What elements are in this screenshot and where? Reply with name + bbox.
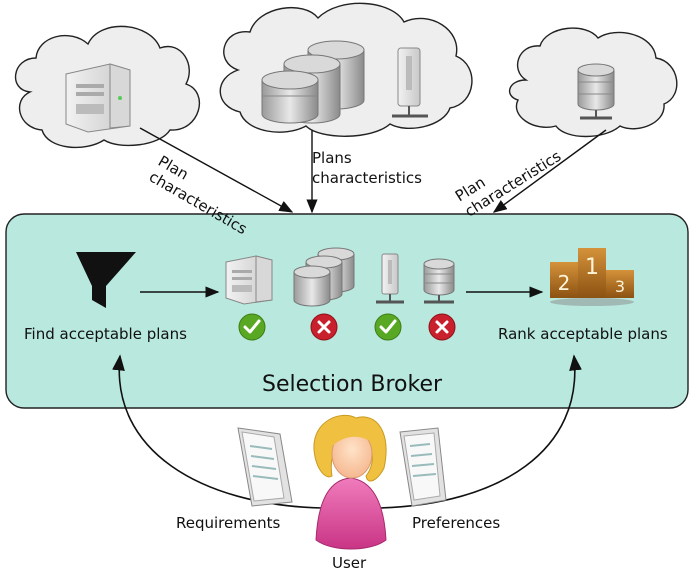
requirements-document-icon (237, 427, 293, 507)
rejected-cross-icon (428, 313, 456, 341)
plan-network-server-icon (376, 253, 404, 304)
plan-database-stack-icon (293, 247, 355, 307)
podium-icon: 2 1 3 (550, 248, 634, 306)
arrow-left-cloud-to-broker (139, 127, 294, 213)
arrow-requirements-to-find (112, 354, 323, 509)
podium-second-digit: 2 (558, 271, 571, 295)
podium-third-digit: 3 (615, 277, 625, 296)
podium-first-digit: 1 (585, 255, 599, 280)
user-label: User (332, 554, 367, 572)
server-tower-icon (65, 63, 131, 133)
user-avatar (313, 414, 387, 550)
plan-network-database-icon (423, 258, 455, 304)
preferences-document-icon (399, 427, 447, 507)
requirements-label: Requirements (176, 514, 281, 532)
rank-acceptable-plans-label: Rank acceptable plans (498, 325, 668, 343)
preferences-label: Preferences (412, 514, 501, 532)
selection-broker-panel (5, 213, 689, 409)
selection-broker-title: Selection Broker (262, 372, 443, 397)
filter-icon (76, 252, 136, 308)
database-stack-icon (261, 40, 365, 124)
network-server-icon (392, 47, 428, 118)
plan-server-tower-icon (225, 255, 273, 305)
rejected-cross-icon (310, 313, 338, 341)
network-database-icon (577, 63, 615, 120)
center-cloud-label: Plans characteristics (312, 149, 422, 187)
accepted-check-icon (238, 313, 266, 341)
accepted-check-icon (374, 313, 402, 341)
arrow-right-cloud-to-broker (492, 129, 607, 213)
find-acceptable-plans-label: Find acceptable plans (24, 325, 187, 343)
